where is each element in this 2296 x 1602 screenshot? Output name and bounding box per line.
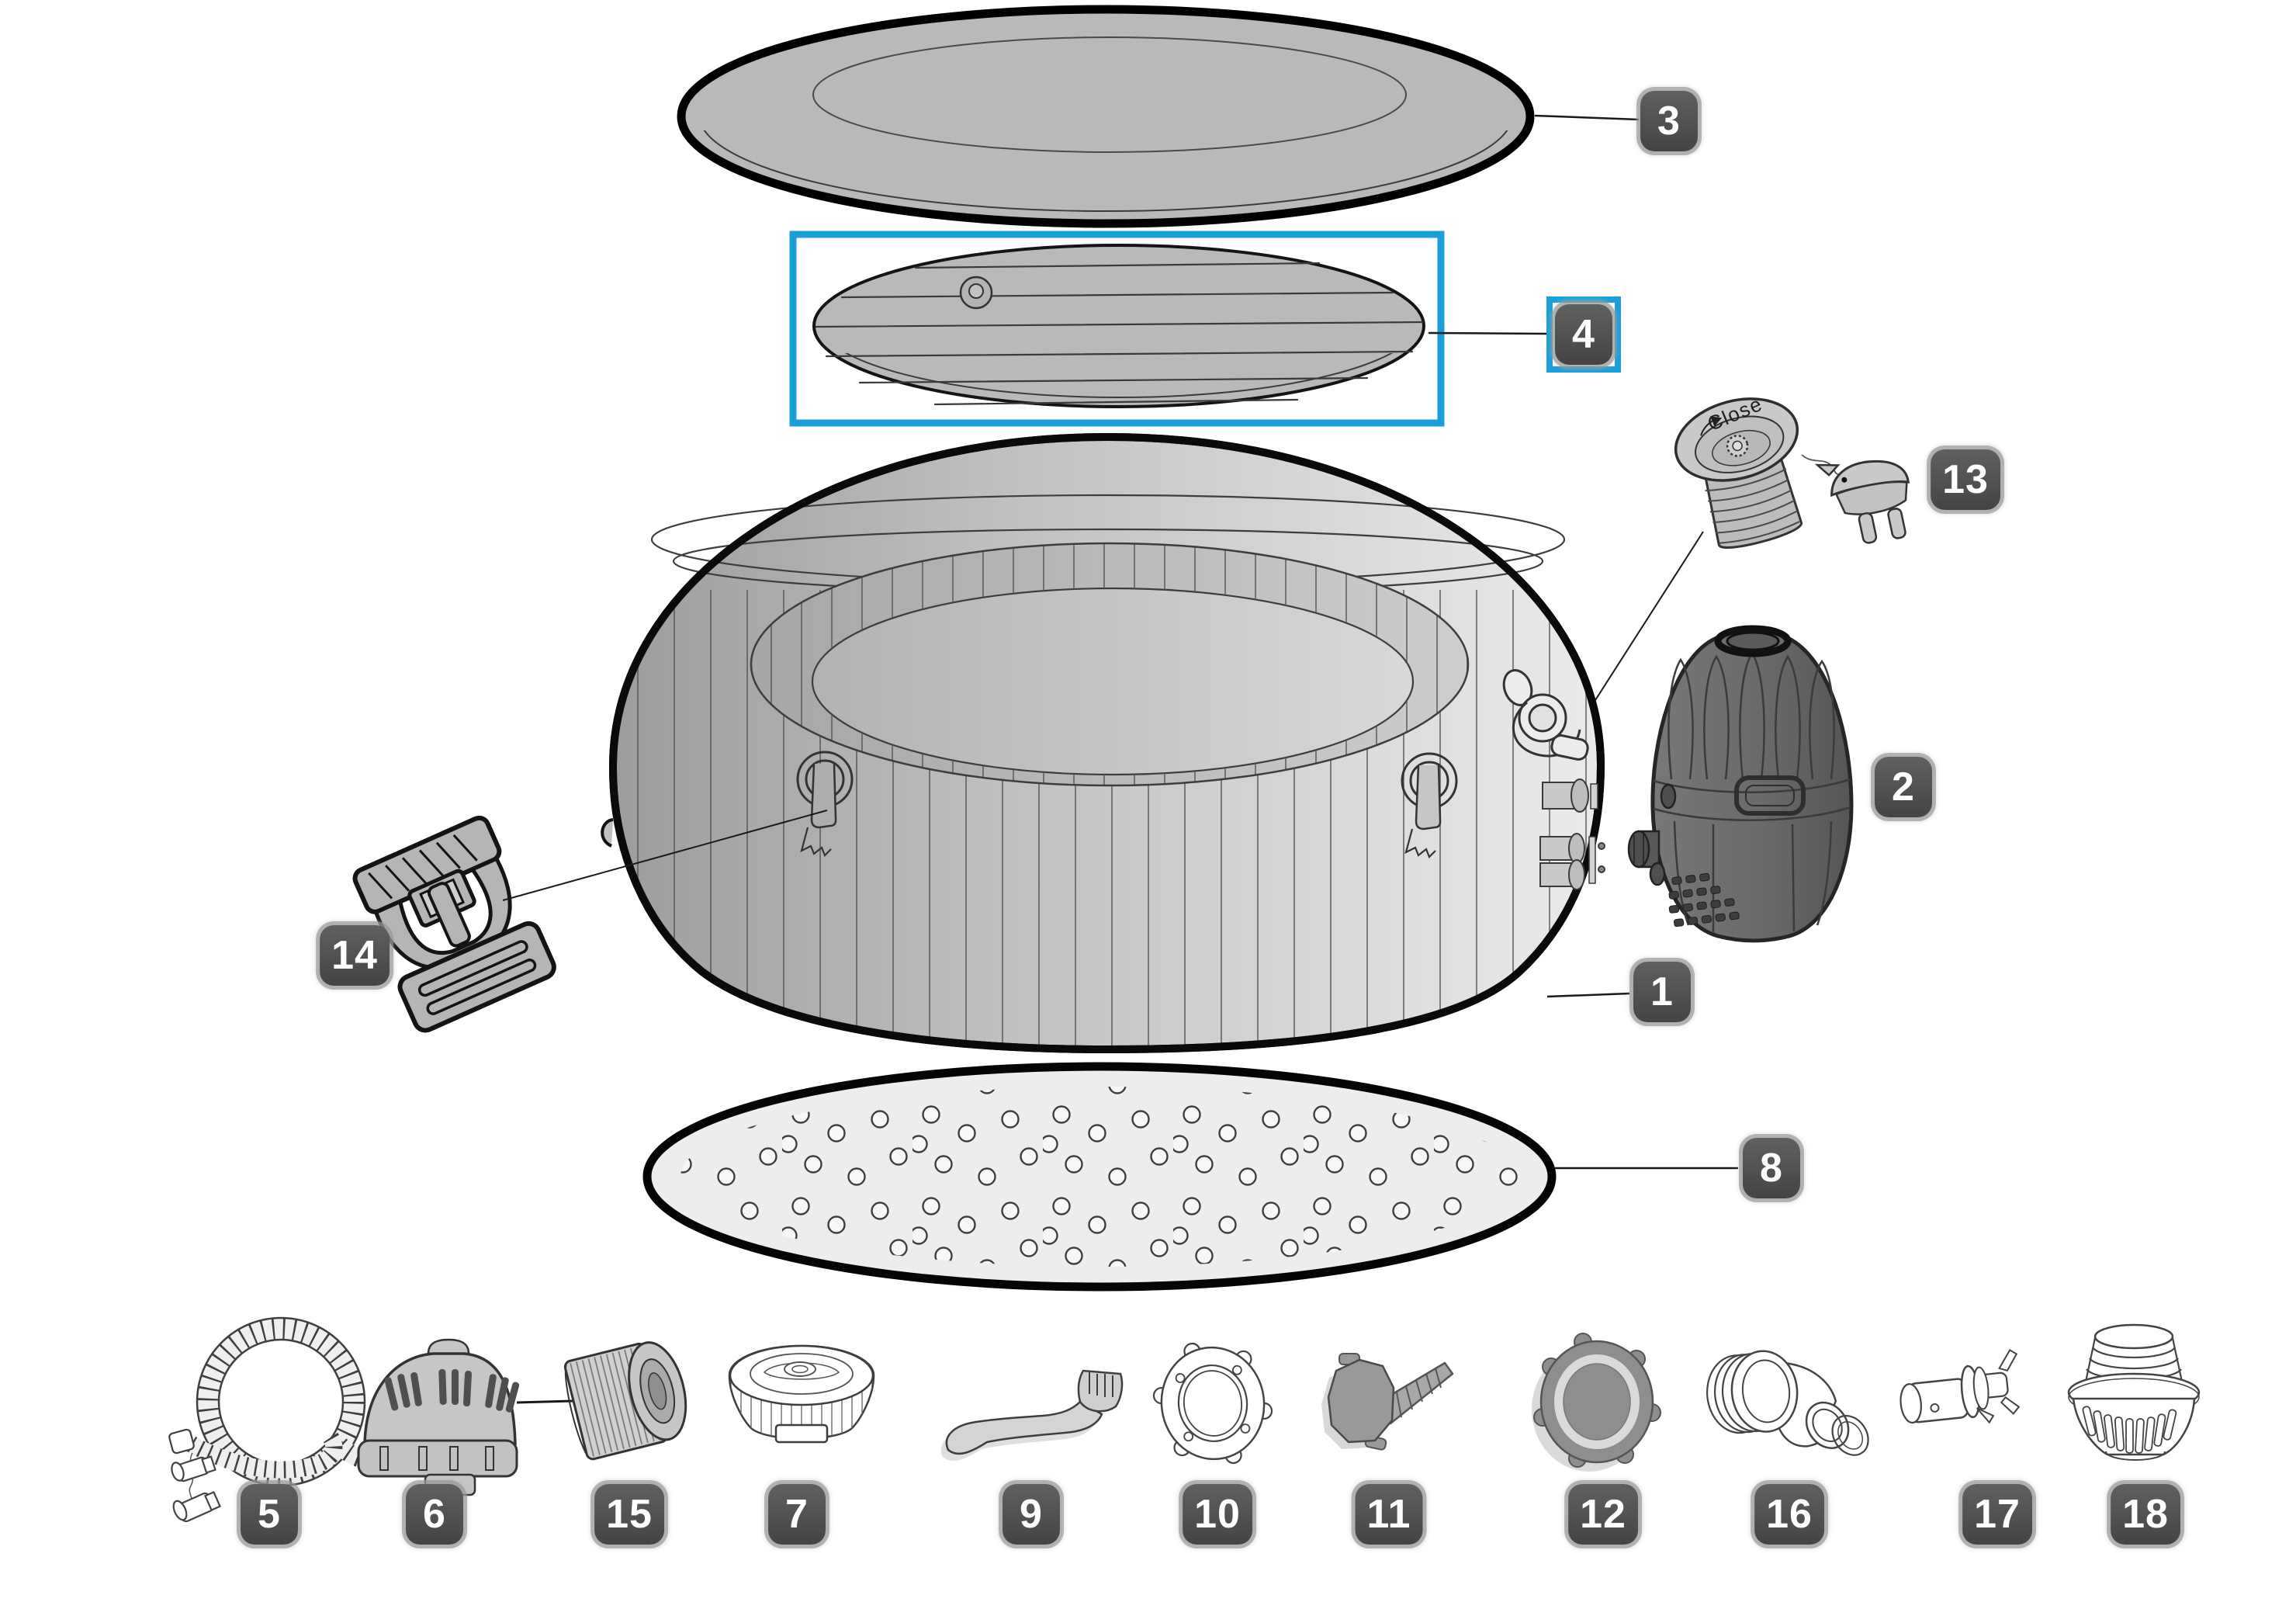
part-label-12: 12	[1568, 1484, 1638, 1545]
part-label-11: 11	[1355, 1484, 1423, 1545]
spa-tub-part	[601, 432, 1630, 1054]
part-label-3: 3	[1640, 91, 1698, 151]
housing-vent-slots	[384, 1368, 520, 1413]
part-label-10: 10	[1183, 1484, 1252, 1545]
hose-adapters	[171, 1455, 222, 1523]
inflatable-lid-part	[812, 244, 1549, 408]
brush-tool-part	[940, 1369, 1124, 1461]
strainer-slots	[2082, 1406, 2177, 1454]
part-label-16: 16	[1754, 1484, 1824, 1545]
valve-adapter-part	[1899, 1349, 2021, 1424]
part-label-13: 13	[1931, 449, 2000, 510]
pump-vents	[1668, 872, 1740, 928]
valve-plug	[1814, 459, 1910, 544]
tub-side-fittings	[1539, 778, 1605, 890]
strainer-jet-part	[2067, 1323, 2201, 1461]
highlight-box-label-4	[1546, 296, 1621, 373]
collar-nut-part	[1152, 1342, 1273, 1465]
leader-line-14	[502, 810, 828, 901]
filter-housing-part	[357, 1338, 573, 1496]
part-label-18: 18	[2111, 1484, 2180, 1545]
bubble-mat-part	[642, 1062, 1738, 1292]
elbow-connector-part	[1706, 1350, 1869, 1456]
part-label-2: 2	[1875, 757, 1932, 817]
leader-line-1	[1546, 992, 1630, 998]
part-label-5: 5	[241, 1484, 298, 1545]
inflation-hose-part	[168, 1316, 415, 1523]
strap-loop-right	[1401, 752, 1458, 858]
part-label-7: 7	[768, 1484, 826, 1545]
part-label-8: 8	[1743, 1138, 1800, 1198]
filter-cap-part	[728, 1344, 875, 1444]
pump-connectors	[1627, 783, 1677, 886]
part-label-14: 14	[320, 925, 390, 986]
spa-cover-part	[677, 5, 1640, 228]
stopper-plug-part	[1321, 1353, 1454, 1451]
leader-line-6-15	[516, 1399, 573, 1404]
highlight-box-part-4	[789, 231, 1445, 427]
drain-valve-part: Close	[1570, 392, 1910, 740]
part-label-6: 6	[406, 1484, 463, 1545]
buckle-part	[352, 815, 556, 1033]
part-label-15: 15	[594, 1484, 664, 1545]
leader-line-3	[1534, 114, 1640, 121]
part-label-9: 9	[1003, 1484, 1060, 1545]
hose-holder	[1502, 669, 1589, 761]
pump-unit-part	[1627, 625, 1854, 943]
gasket-seal-part	[1532, 1333, 1661, 1472]
strap-loop-left	[796, 751, 854, 857]
part-label-17: 17	[1962, 1484, 2032, 1545]
filter-cartridge-part	[563, 1341, 687, 1461]
part-label-4: 4	[1555, 304, 1612, 365]
leader-line-4	[1428, 331, 1549, 335]
part-label-1: 1	[1633, 962, 1691, 1022]
pump-handle	[1734, 775, 1806, 816]
tub-side-loop	[601, 818, 614, 848]
